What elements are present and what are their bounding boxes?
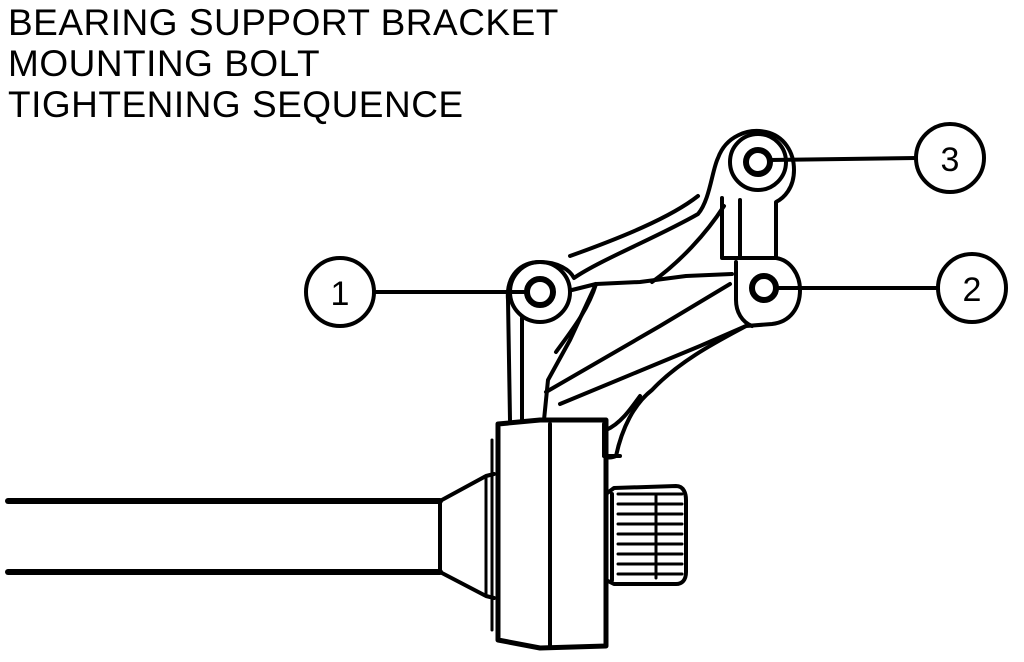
support-bracket	[505, 129, 802, 460]
callout-circle-3	[914, 122, 986, 194]
title-line-1: BEARING SUPPORT BRACKET	[8, 2, 559, 43]
leader-line-3	[768, 156, 918, 162]
callout-circle-2	[936, 252, 1008, 324]
title-line-2: MOUNTING BOLT	[8, 43, 321, 84]
callout-number-1: 1	[331, 275, 350, 313]
drive-shaft	[5, 472, 496, 600]
bearing-housing	[490, 417, 609, 651]
callout-number-3: 3	[941, 141, 960, 179]
diagram-title: BEARING SUPPORT BRACKET MOUNTING BOLT TI…	[8, 2, 559, 125]
callout-number-2: 2	[963, 271, 982, 309]
splined-stub	[604, 484, 688, 586]
bolt-3	[728, 132, 788, 192]
callout-circle-1	[304, 256, 376, 328]
title-line-3: TIGHTENING SEQUENCE	[8, 84, 464, 125]
bolt-2	[749, 273, 779, 303]
